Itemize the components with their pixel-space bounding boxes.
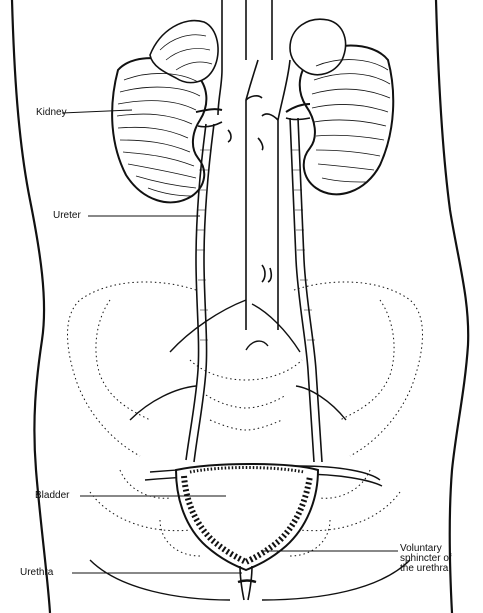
urethra bbox=[238, 566, 256, 600]
label-sphincter-line3: the urethra bbox=[400, 564, 480, 574]
label-kidney: Kidney bbox=[36, 108, 67, 118]
label-bladder: Bladder bbox=[35, 491, 69, 501]
label-urethra: Urethra bbox=[20, 568, 53, 578]
great-vessels bbox=[218, 0, 290, 330]
ureter-texture bbox=[197, 150, 315, 340]
left-kidney bbox=[112, 21, 222, 203]
bladder bbox=[176, 464, 318, 570]
label-voluntary-sphincter: Voluntary sphincter of the urethra bbox=[400, 544, 480, 574]
right-kidney bbox=[286, 19, 393, 194]
label-ureter: Ureter bbox=[53, 211, 81, 221]
ureters bbox=[186, 118, 322, 462]
